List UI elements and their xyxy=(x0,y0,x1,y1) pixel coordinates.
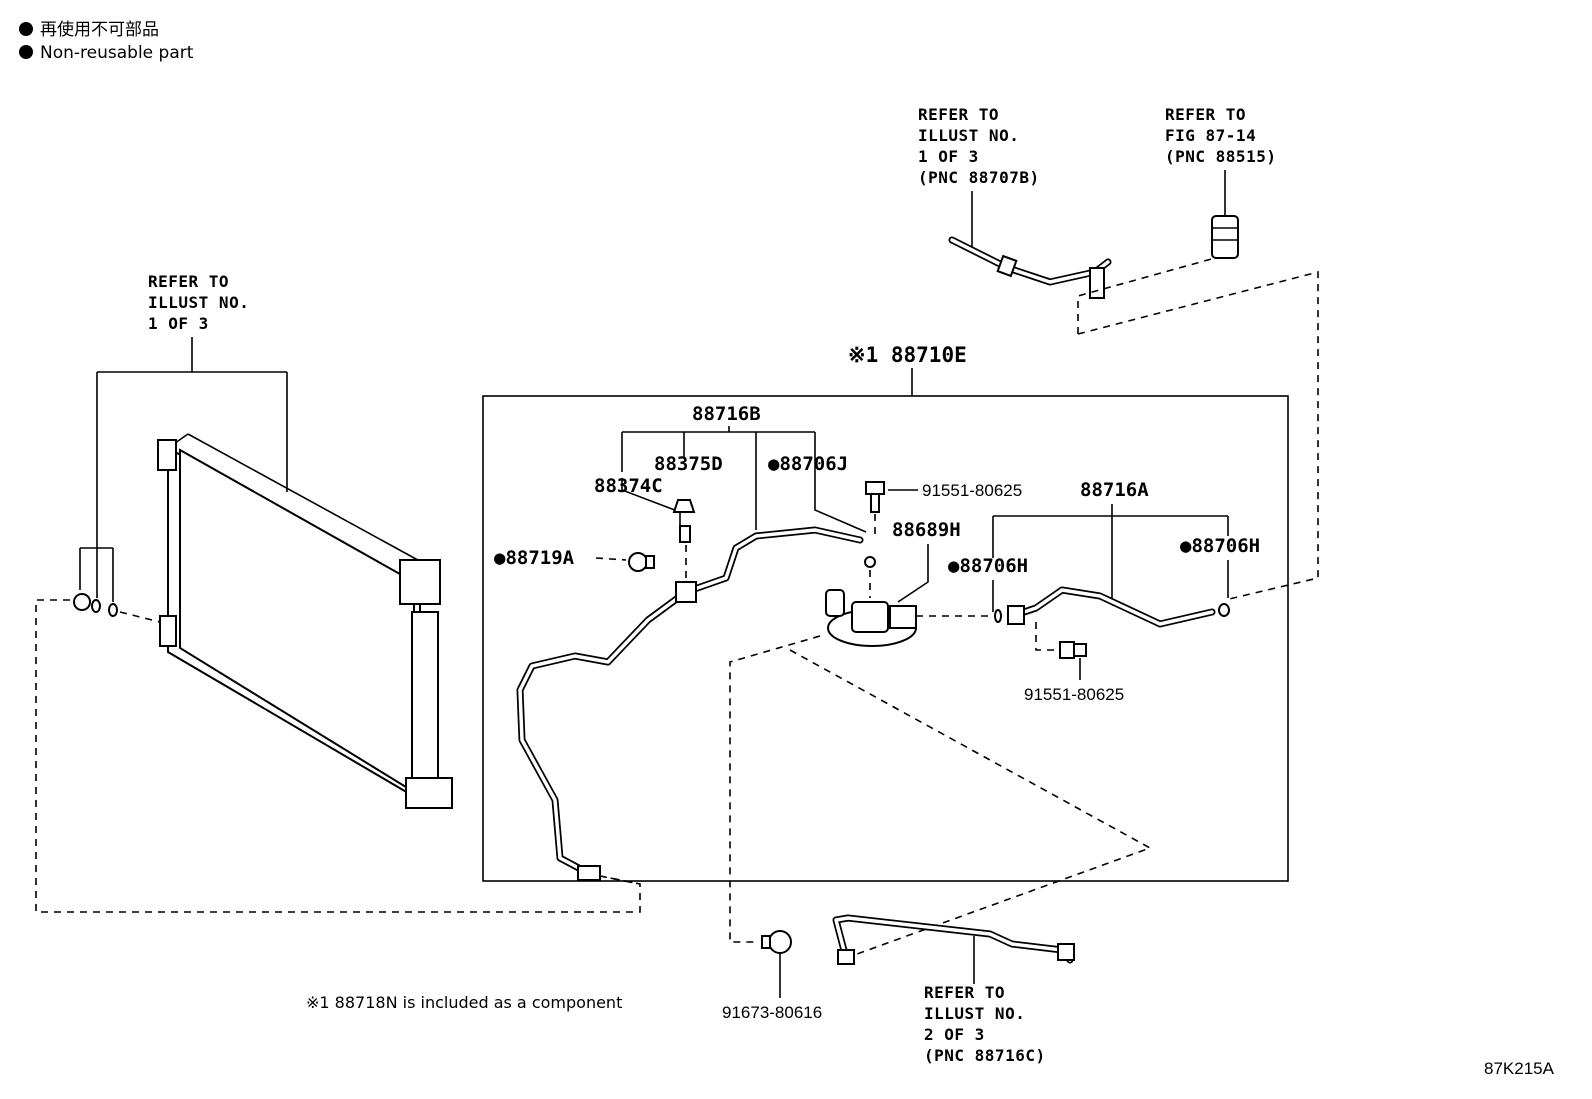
bolt-top-drawing xyxy=(865,481,885,536)
refer-bottom-line2: ILLUST NO. xyxy=(924,1004,1025,1023)
bolt-bottom-drawing xyxy=(761,930,792,954)
refer-condenser: REFER TO ILLUST NO. 1 OF 3 xyxy=(148,272,249,333)
hose-88716b-drawing xyxy=(516,526,864,885)
refer-bottom-line1: REFER TO xyxy=(924,983,1005,1002)
refer-top-right-line2: FIG 87-14 xyxy=(1165,126,1256,145)
refer-bottom-line3: 2 OF 3 xyxy=(924,1025,985,1044)
bolt-mid-drawing xyxy=(1059,641,1087,659)
label-bolt-top: 91551-80625 xyxy=(922,481,1022,500)
refer-top-right-line3: (PNC 88515) xyxy=(1165,147,1276,166)
label-88706j: ●88706J xyxy=(768,453,848,475)
refer-condenser-line1: REFER TO xyxy=(148,272,229,291)
label-88716b: 88716B xyxy=(692,403,761,425)
refer-top-left-line4: (PNC 88707B) xyxy=(918,168,1040,187)
label-88706h-left: ●88706H xyxy=(948,555,1028,577)
label-88689h: 88689H xyxy=(892,519,961,541)
hose-88716a-drawing xyxy=(916,586,1230,651)
refer-top-left-line1: REFER TO xyxy=(918,105,999,124)
legend: 再使用不可部品 Non-reusable part xyxy=(19,19,194,63)
refer-bottom: REFER TO ILLUST NO. 2 OF 3 (PNC 88716C) xyxy=(924,983,1046,1065)
assembly-box xyxy=(482,395,1289,882)
refer-condenser-line3: 1 OF 3 xyxy=(148,314,209,333)
refer-bottom-line4: (PNC 88716C) xyxy=(924,1046,1046,1065)
refer-top-right: REFER TO FIG 87-14 (PNC 88515) xyxy=(1165,105,1276,166)
legend-jp: 再使用不可部品 xyxy=(40,19,159,40)
label-88375d: 88375D xyxy=(654,453,723,475)
figure-code: 87K215A xyxy=(1484,1059,1555,1078)
footnote: ※1 88718N is included as a component xyxy=(306,993,622,1012)
legend-en: Non-reusable part xyxy=(40,43,194,63)
receptacle-drawing xyxy=(1211,215,1239,259)
condenser-drawing xyxy=(35,433,641,913)
label-88719a: ●88719A xyxy=(494,547,575,569)
refer-top-left: REFER TO ILLUST NO. 1 OF 3 (PNC 88707B) xyxy=(918,105,1040,187)
refer-top-right-line1: REFER TO xyxy=(1165,105,1246,124)
valve-parts xyxy=(672,499,696,582)
plug-88719a xyxy=(628,552,655,572)
bottom-pipe-drawing xyxy=(832,914,1075,965)
label-bolt-bottom: 91673-80616 xyxy=(722,1003,822,1022)
refer-top-left-line2: ILLUST NO. xyxy=(918,126,1019,145)
expansion-valve-drawing xyxy=(825,556,917,647)
legend-bullet-jp xyxy=(19,22,33,36)
refer-condenser-line2: ILLUST NO. xyxy=(148,293,249,312)
top-pipe-drawing xyxy=(948,236,1319,601)
legend-bullet-en xyxy=(19,45,33,59)
label-bolt-mid: 91551-80625 xyxy=(1024,685,1124,704)
assembly-label: ※1 88710E xyxy=(848,343,967,367)
refer-top-left-line3: 1 OF 3 xyxy=(918,147,979,166)
label-88706h-right: ●88706H xyxy=(1180,535,1260,557)
label-88716a: 88716A xyxy=(1080,479,1149,501)
label-88374c: 88374C xyxy=(594,475,663,497)
